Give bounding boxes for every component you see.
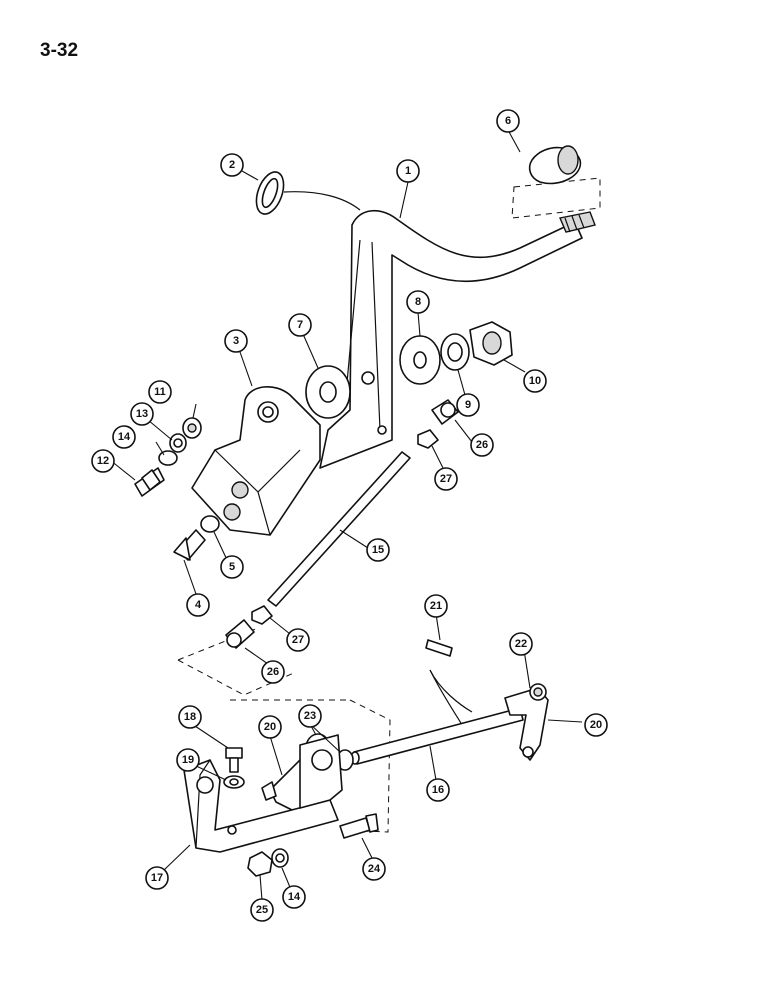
bolt-24 xyxy=(339,813,379,839)
callout-26-lower: 26 xyxy=(261,660,285,684)
callout-10-label: 10 xyxy=(529,375,541,387)
callout-20-left-label: 20 xyxy=(264,721,276,733)
page-number: 3-32 xyxy=(40,40,79,61)
callout-25-label: 25 xyxy=(256,904,268,916)
callout-7: 7 xyxy=(288,313,312,337)
callout-23: 23 xyxy=(298,704,322,728)
callout-27-lower: 27 xyxy=(286,628,310,652)
nut-25 xyxy=(247,851,273,877)
callout-20-left: 20 xyxy=(258,715,282,739)
callout-9-label: 9 xyxy=(465,399,471,411)
callout-26-lower-label: 26 xyxy=(267,666,279,678)
base-bracket xyxy=(183,734,343,853)
callout-6-label: 6 xyxy=(505,115,511,127)
callout-14-upper-label: 14 xyxy=(118,431,131,443)
nut-27-bottom xyxy=(251,605,273,625)
callout-20-right-label: 20 xyxy=(590,719,602,731)
callout-27-lower-label: 27 xyxy=(292,634,304,646)
callout-13-label: 13 xyxy=(136,408,148,420)
bolt-12 xyxy=(134,467,165,497)
grommet xyxy=(255,171,285,215)
callout-4-label: 4 xyxy=(195,599,202,611)
shift-lever xyxy=(319,210,596,469)
callout-23-label: 23 xyxy=(304,710,316,722)
callout-22-label: 22 xyxy=(515,638,527,650)
callout-12-label: 12 xyxy=(97,455,109,467)
nut-11 xyxy=(182,417,202,439)
callout-27-upper: 27 xyxy=(434,467,458,491)
callout-26-upper-label: 26 xyxy=(476,439,488,451)
washer-19 xyxy=(223,775,245,789)
callout-8: 8 xyxy=(406,290,430,314)
callout-26-upper: 26 xyxy=(470,433,494,457)
bolt-4 xyxy=(173,529,206,561)
nut-10 xyxy=(469,321,513,366)
callout-24: 24 xyxy=(362,857,386,881)
callout-6: 6 xyxy=(496,109,520,133)
callout-7-label: 7 xyxy=(297,319,303,331)
callout-14-lower-label: 14 xyxy=(288,891,301,903)
callout-10: 10 xyxy=(523,369,547,393)
washer-13 xyxy=(169,433,187,453)
callout-12: 12 xyxy=(91,449,115,473)
cross-shaft xyxy=(350,707,524,765)
callout-2: 2 xyxy=(220,153,244,177)
right-shift-arm xyxy=(504,683,549,761)
callout-3: 3 xyxy=(224,329,248,353)
callout-11-label: 11 xyxy=(154,386,166,398)
lever-knob xyxy=(528,145,582,185)
ball-joint-bottom xyxy=(225,619,255,649)
callout-21: 21 xyxy=(424,594,448,618)
callout-18-label: 18 xyxy=(184,711,196,723)
callout-21-label: 21 xyxy=(430,600,442,612)
washer-5 xyxy=(200,515,220,533)
bolt-18 xyxy=(225,747,243,773)
callout-9: 9 xyxy=(456,393,480,417)
callout-15: 15 xyxy=(366,538,390,562)
callout-11: 11 xyxy=(148,380,172,404)
control-rod xyxy=(267,451,411,607)
callout-8-label: 8 xyxy=(415,296,421,308)
callout-1-label: 1 xyxy=(405,165,411,177)
callout-16-label: 16 xyxy=(432,784,444,796)
callout-3-label: 3 xyxy=(233,335,239,347)
callout-14-upper: 14 xyxy=(112,425,136,449)
callout-17: 17 xyxy=(145,866,169,890)
washer-8 xyxy=(399,335,441,385)
callout-19: 19 xyxy=(176,748,200,772)
callout-20-right: 20 xyxy=(584,713,608,737)
callout-25: 25 xyxy=(250,898,274,922)
lock-washer-9 xyxy=(440,333,470,371)
washer-14 xyxy=(158,450,178,466)
callout-5-label: 5 xyxy=(229,561,235,573)
callout-1: 1 xyxy=(396,159,420,183)
callout-16: 16 xyxy=(426,778,450,802)
mounting-bracket xyxy=(191,386,321,536)
callout-15-label: 15 xyxy=(372,544,384,556)
callout-27-upper-label: 27 xyxy=(440,473,452,485)
callout-13: 13 xyxy=(130,402,154,426)
callout-24-label: 24 xyxy=(368,863,381,875)
washer-14-lower xyxy=(271,848,289,868)
large-washer xyxy=(305,365,351,419)
callout-22: 22 xyxy=(509,632,533,656)
nut-27-top xyxy=(417,429,439,449)
callout-4: 4 xyxy=(186,593,210,617)
callout-17-label: 17 xyxy=(151,872,163,884)
callout-18: 18 xyxy=(178,705,202,729)
callout-5: 5 xyxy=(220,555,244,579)
callout-19-label: 19 xyxy=(182,754,194,766)
callout-14-lower: 14 xyxy=(282,885,306,909)
callout-2-label: 2 xyxy=(229,159,235,171)
roll-pin xyxy=(425,639,453,657)
ball-joint-top xyxy=(431,399,459,425)
